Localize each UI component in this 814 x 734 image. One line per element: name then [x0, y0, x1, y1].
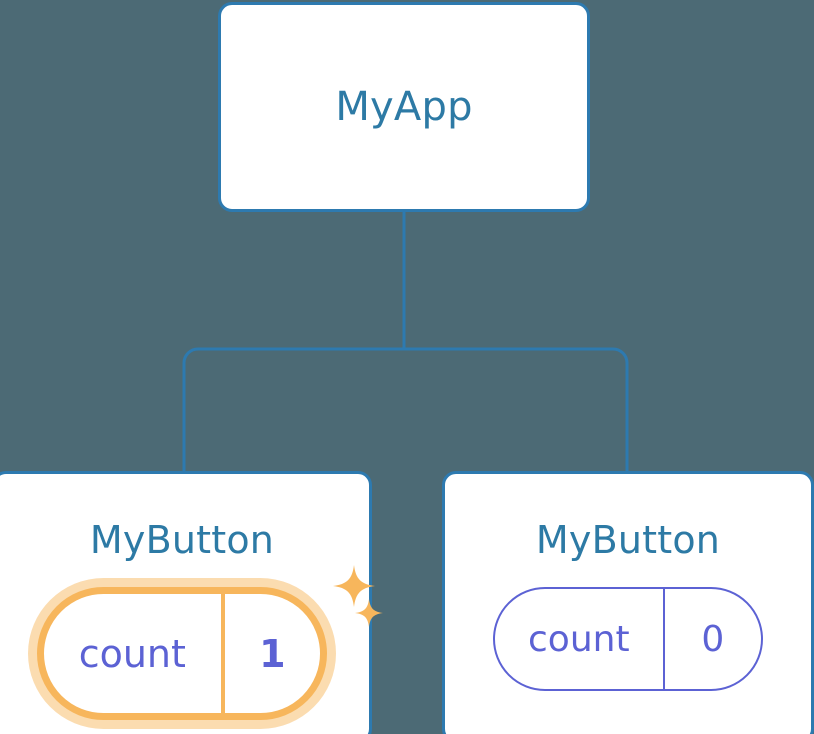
state-pill-wrapper: count 0: [493, 587, 763, 691]
node-myapp[interactable]: MyApp: [218, 2, 590, 212]
state-pill[interactable]: count 0: [493, 587, 763, 691]
connector-bus-right: [404, 347, 629, 471]
state-value: 0: [662, 589, 761, 689]
connector-bus-left: [182, 347, 404, 471]
state-pill-wrapper: count 1: [37, 565, 383, 720]
node-mybutton-left[interactable]: MyButton count 1: [0, 471, 383, 734]
state-pill-highlighted[interactable]: count 1: [37, 587, 327, 720]
node-title: MyButton: [89, 518, 275, 562]
state-key: count: [528, 618, 630, 660]
state-key: count: [78, 631, 186, 676]
sparkle-group: [329, 565, 387, 645]
node-title: MyButton: [535, 518, 721, 562]
sparkle-icon: [333, 565, 375, 607]
node-mybutton-right[interactable]: MyButton count 0: [442, 471, 814, 734]
sparkle-icon: [355, 599, 383, 627]
state-value: 1: [220, 594, 320, 713]
node-title: MyApp: [335, 84, 473, 130]
